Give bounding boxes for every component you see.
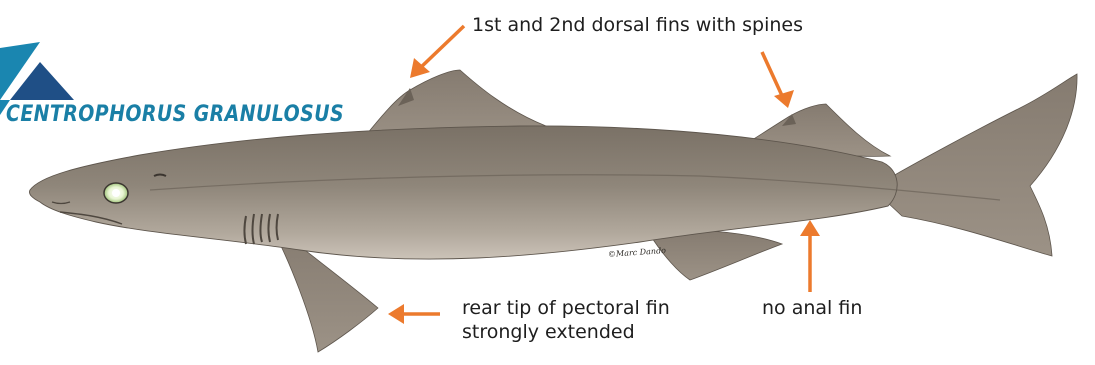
caudal-fin <box>872 74 1077 256</box>
species-title: CENTROPHORUS GRANULOSUS <box>6 102 344 127</box>
eye-pupil <box>112 189 120 197</box>
arrow-second-dorsal <box>762 52 784 100</box>
label-anal-fin: no anal fin <box>762 296 862 320</box>
label-dorsal-fins: 1st and 2nd dorsal fins with spines <box>472 13 803 37</box>
label-pectoral-line2: strongly extended <box>462 320 635 344</box>
arrow-first-dorsal <box>418 26 464 70</box>
label-pectoral-line1: rear tip of pectoral fin <box>462 296 670 320</box>
